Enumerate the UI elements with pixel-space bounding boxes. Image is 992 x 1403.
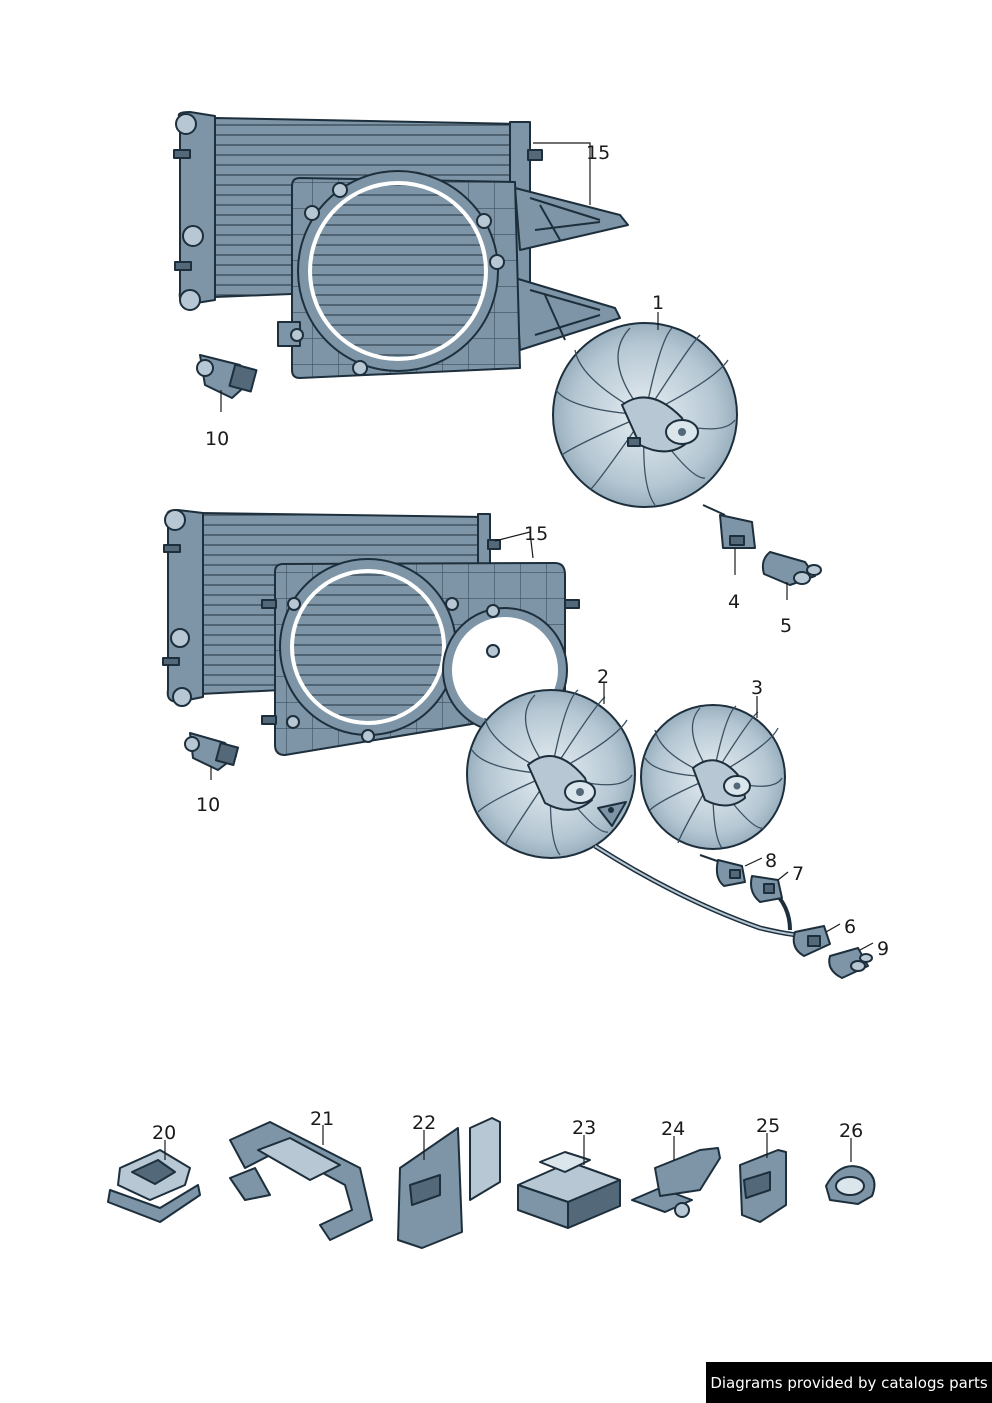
fan-2 [466, 689, 636, 859]
fan-1 [552, 322, 738, 508]
leader-lines [164, 142, 874, 1165]
callout-15-upper: 15 [586, 142, 610, 164]
callout-9: 9 [877, 938, 889, 960]
callout-6: 6 [844, 916, 856, 938]
block-23 [517, 1151, 621, 1229]
sensor-10-lower [184, 732, 240, 771]
fan-shroud-upper [277, 170, 629, 379]
callout-26: 26 [839, 1120, 863, 1142]
callout-3: 3 [751, 677, 763, 699]
callout-2: 2 [597, 666, 609, 688]
credit-banner[interactable]: Diagrams provided by catalogs parts [706, 1362, 992, 1403]
connector-4 [702, 504, 756, 549]
callout-23: 23 [572, 1117, 596, 1139]
connector-7 [750, 875, 783, 903]
clip-25 [739, 1149, 787, 1223]
callout-10-upper: 10 [205, 428, 229, 450]
connector-8 [699, 854, 746, 887]
callout-10-lower: 10 [196, 794, 220, 816]
bracket-21 [229, 1121, 373, 1241]
connector-9 [828, 947, 873, 979]
callout-5: 5 [780, 615, 792, 637]
clip-26 [825, 1165, 876, 1205]
connector-5 [761, 551, 822, 586]
callout-22: 22 [412, 1112, 436, 1134]
callout-20: 20 [152, 1122, 176, 1144]
callout-7: 7 [792, 863, 804, 885]
callout-8: 8 [765, 850, 777, 872]
bracket-22 [397, 1117, 501, 1249]
bracket-24 [631, 1147, 721, 1218]
callout-24: 24 [661, 1118, 685, 1140]
callout-21: 21 [310, 1108, 334, 1130]
sensor-10-upper [196, 354, 258, 399]
callout-4: 4 [728, 591, 740, 613]
clip-20 [107, 1149, 201, 1223]
callout-25: 25 [756, 1115, 780, 1137]
fan-3 [640, 704, 786, 850]
fan-shroud-lower [261, 558, 580, 756]
callout-1: 1 [652, 292, 664, 314]
callout-15-lower: 15 [524, 523, 548, 545]
connector-6 [792, 925, 831, 957]
